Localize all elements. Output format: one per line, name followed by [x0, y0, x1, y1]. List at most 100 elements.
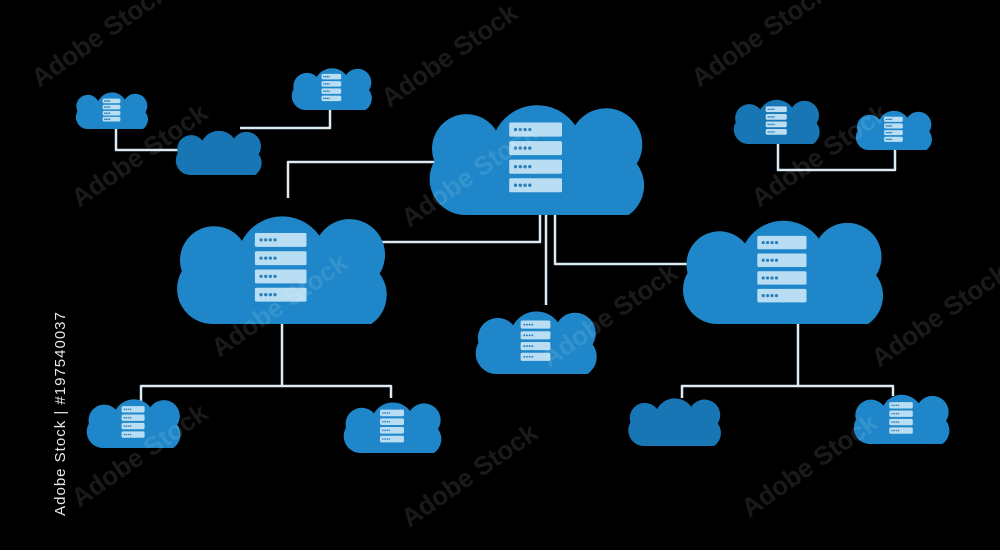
server-led [770, 258, 774, 262]
server-led [125, 416, 128, 419]
server-led [531, 355, 534, 358]
server-unit [380, 435, 404, 443]
server-led [386, 438, 389, 440]
server-led [523, 334, 526, 337]
server-led [531, 345, 534, 348]
server-led [890, 138, 893, 141]
server-rack-icon [757, 235, 807, 303]
server-led [774, 276, 779, 280]
server-led [384, 438, 386, 440]
server-led [891, 412, 893, 415]
server-led [264, 293, 268, 297]
server-led [771, 123, 773, 126]
server-led [766, 258, 770, 262]
server-led [268, 293, 273, 297]
server-led [888, 131, 891, 134]
server-led [528, 323, 531, 326]
server-rack-icon [884, 116, 903, 142]
cloud-node-right-main [683, 220, 884, 325]
server-rack-icon [121, 406, 145, 438]
server-unit [509, 159, 562, 174]
server-led [887, 118, 889, 121]
server-led [388, 412, 391, 414]
server-led [525, 334, 528, 337]
server-led [891, 421, 893, 423]
server-led [885, 125, 888, 127]
server-led [773, 116, 775, 118]
server-unit [102, 98, 121, 104]
server-rack-icon [102, 98, 121, 122]
server-led [103, 100, 106, 102]
server-led [123, 425, 126, 427]
server-led [105, 112, 108, 114]
server-unit [121, 406, 145, 413]
server-led [523, 355, 526, 358]
server-unit [889, 418, 913, 426]
server-led [382, 438, 384, 440]
server-led [770, 294, 774, 298]
connector-line-right-main-bottom-right-a [680, 324, 800, 398]
connector-line-central-left-main [360, 215, 542, 244]
server-unit [380, 418, 404, 425]
server-led [770, 240, 774, 245]
server-unit [889, 402, 913, 409]
server-led [384, 420, 386, 423]
server-rack-icon [380, 409, 404, 443]
server-led [384, 429, 386, 432]
server-led [123, 416, 126, 419]
server-unit [757, 235, 807, 250]
connector-lines [114, 108, 897, 404]
server-led [767, 131, 770, 133]
server-led [893, 421, 896, 423]
server-led [382, 429, 384, 432]
server-led [259, 256, 263, 260]
connector-line-top-left-b-top-left-c [240, 108, 332, 130]
server-led [259, 274, 263, 279]
server-led [326, 97, 329, 100]
server-led [105, 118, 108, 121]
server-unit [254, 287, 307, 302]
server-unit [884, 136, 903, 142]
server-led [528, 345, 531, 348]
server-led [890, 118, 893, 121]
connector-line-central-top-left-c [286, 160, 450, 198]
server-unit [509, 141, 562, 156]
server-led [770, 276, 774, 280]
server-led [103, 106, 106, 108]
server-led [328, 83, 330, 85]
connector-line-central-right-main [553, 215, 700, 266]
server-led [105, 100, 108, 102]
server-led [324, 83, 327, 85]
server-led [891, 429, 893, 432]
server-led [108, 118, 111, 121]
server-led [897, 412, 900, 415]
server-led [531, 334, 534, 337]
server-led [525, 355, 528, 358]
server-led [125, 433, 128, 436]
server-unit [889, 410, 913, 417]
server-led [887, 125, 889, 127]
server-led [323, 75, 325, 78]
server-unit [520, 320, 551, 329]
server-unit [765, 106, 787, 113]
server-led [273, 256, 277, 260]
server-led [769, 123, 771, 126]
cloud-node-central [429, 105, 645, 216]
server-led [388, 420, 391, 423]
server-led [895, 404, 898, 407]
cloud-node-left-main [177, 216, 387, 325]
server-led [761, 240, 765, 245]
server-led [326, 83, 329, 85]
server-led [513, 127, 518, 132]
server-led [386, 412, 389, 414]
server-led [129, 425, 132, 427]
server-unit [757, 288, 807, 303]
server-led [523, 345, 526, 348]
cloud-icon [628, 398, 721, 447]
server-led [771, 116, 773, 118]
server-led [773, 123, 775, 126]
server-led [525, 345, 528, 348]
server-led [129, 416, 132, 419]
server-led [528, 183, 532, 187]
